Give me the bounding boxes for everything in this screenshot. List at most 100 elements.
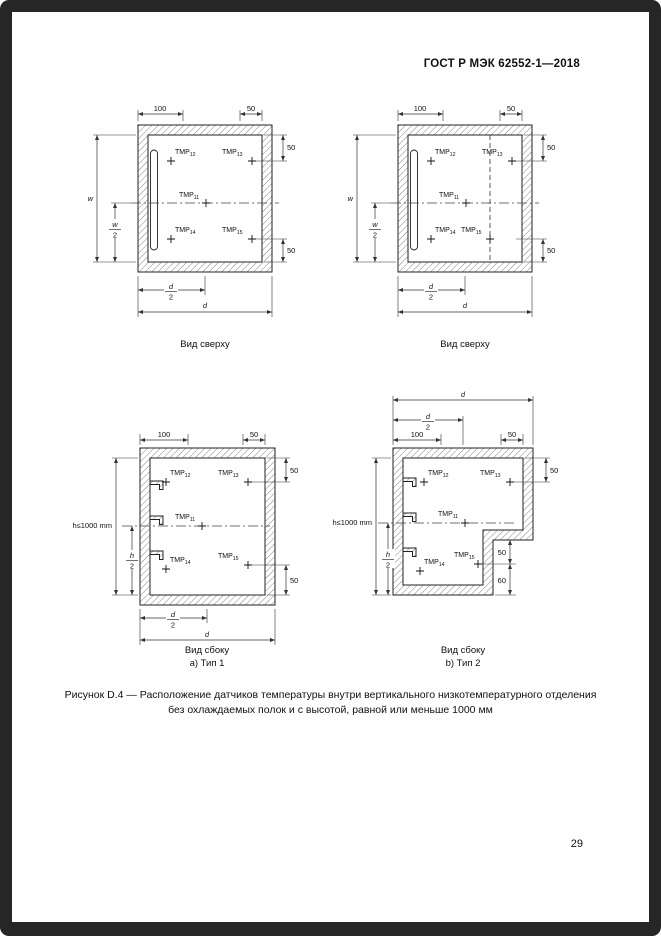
- sensor-label-tmp14: TMP14: [170, 557, 191, 566]
- shelf-hook: [149, 515, 164, 525]
- fraction-bg: [424, 281, 438, 300]
- view-label: Вид сбоку: [441, 645, 486, 656]
- dim-label-50: 50: [290, 576, 298, 585]
- sensor-label-tmp12: TMP12: [175, 149, 196, 158]
- fraction-num-w: w: [372, 220, 378, 229]
- sensor-mark-tmp12: [420, 478, 428, 486]
- sensor-label-tmp14: TMP14: [435, 227, 456, 236]
- sensor-label-tmp11: TMP11: [439, 192, 459, 201]
- figure-side-view-type2: d d 2 100 50 50 50 60 h≤1000 mm h 2 TMP1…: [332, 390, 558, 669]
- dim-label-100: 100: [414, 104, 427, 113]
- sensor-mark-tmp13: [244, 478, 252, 486]
- sensor-label-tmp12: TMP12: [170, 470, 191, 479]
- extension-lines: [112, 434, 290, 645]
- dim-label-50: 50: [287, 143, 295, 152]
- shelf-hook: [402, 512, 417, 522]
- sensor-mark-tmp15: [474, 560, 482, 568]
- standard-number-header: ГОСТ Р МЭК 62552-1—2018: [423, 58, 580, 70]
- fraction-den: 2: [169, 293, 173, 302]
- fraction-num-d: d: [171, 610, 176, 619]
- cabinet-walls: [392, 447, 534, 596]
- dim-label-h-limit: h≤1000 mm: [72, 521, 112, 530]
- sensor-label-tmp11: TMP11: [438, 511, 458, 520]
- cabinet-walls: [139, 447, 276, 606]
- fraction-num-d: d: [429, 282, 434, 291]
- dim-label-w: w: [88, 194, 94, 203]
- dim-label-50: 50: [290, 466, 298, 475]
- fraction-num-w: w: [112, 220, 118, 229]
- fraction-den: 2: [429, 293, 433, 302]
- sensor-mark-tmp13: [508, 157, 516, 165]
- sensor-mark-tmp14: [162, 565, 170, 573]
- sensor-mark-tmp15: [244, 561, 252, 569]
- page-number: 29: [570, 838, 583, 850]
- sensor-mark-tmp14: [416, 567, 424, 575]
- figure-top-view-left: 100 50 50 50 w w 2 d 2 d TMP12 TMP13 TMP…: [88, 104, 296, 350]
- document-page: ГОСТ Р МЭК 62552-1—2018 100 50 50 50 w w…: [12, 12, 649, 922]
- door-liner: [410, 149, 418, 251]
- sensor-label-tmp11: TMP11: [179, 192, 199, 201]
- view-label: Вид сверху: [440, 339, 490, 350]
- extension-lines: [353, 110, 547, 317]
- figure-caption: Рисунок D.4 — Расположение датчиков темп…: [12, 688, 649, 718]
- sensor-mark-tmp13: [248, 157, 256, 165]
- sensor-label-tmp15: TMP15: [218, 553, 239, 562]
- figure-top-view-right: 100 50 50 50 w w 2 d 2 d TMP12 TMP13 TMP…: [348, 104, 556, 350]
- sensor-mark-tmp12: [167, 157, 175, 165]
- dim-label-50: 50: [287, 246, 295, 255]
- figure-side-view-type1: 100 50 50 50 h≤1000 mm h 2 d 2 d TMP12 T…: [72, 430, 298, 669]
- dim-label-100: 100: [158, 430, 171, 439]
- fraction-den: 2: [130, 562, 134, 571]
- type-label: a) Тип 1: [190, 658, 225, 669]
- sensor-label-tmp14: TMP14: [424, 559, 445, 568]
- shelf-hook: [149, 480, 164, 490]
- sensor-mark-tmp11: [202, 199, 210, 207]
- sensor-label-tmp12: TMP12: [428, 470, 449, 479]
- fraction-den: 2: [373, 231, 377, 240]
- sensor-mark-tmp12: [427, 157, 435, 165]
- fraction-den: 2: [171, 621, 175, 630]
- figure-caption-line1: Рисунок D.4 — Расположение датчиков темп…: [64, 689, 597, 701]
- fraction-bg: [368, 219, 382, 238]
- sensor-label-tmp14: TMP14: [175, 227, 196, 236]
- figure-caption-line2: без охлаждаемых полок и с высотой, равно…: [168, 704, 493, 716]
- sensor-label-tmp13: TMP13: [482, 149, 503, 158]
- dim-label-100: 100: [154, 104, 167, 113]
- dim-label-50: 50: [547, 246, 555, 255]
- sensor-label-tmp13: TMP13: [480, 470, 501, 479]
- fraction-bg: [108, 219, 122, 238]
- sensor-label-tmp13: TMP13: [222, 149, 243, 158]
- sensor-label-tmp15: TMP15: [454, 552, 475, 561]
- fraction-den: 2: [426, 423, 430, 432]
- sensor-label-tmp15: TMP15: [222, 227, 243, 236]
- fraction-bg: [164, 281, 178, 300]
- sensor-label-tmp12: TMP12: [435, 149, 456, 158]
- extension-lines: [93, 110, 287, 317]
- type-label: b) Тип 2: [446, 658, 481, 669]
- fraction-num-h: h: [130, 551, 134, 560]
- fraction-num-h: h: [386, 550, 390, 559]
- dim-label-w: w: [348, 194, 354, 203]
- sensor-mark-tmp11: [462, 199, 470, 207]
- sensor-mark-tmp11: [198, 522, 206, 530]
- fraction-bg: [381, 549, 395, 568]
- fraction-bg: [421, 411, 435, 430]
- view-label: Вид сбоку: [185, 645, 230, 656]
- fraction-den: 2: [386, 561, 390, 570]
- dim-label-50: 50: [547, 143, 555, 152]
- dim-label-50: 50: [250, 430, 258, 439]
- dim-label-d: d: [463, 301, 468, 310]
- dim-label-d: d: [461, 390, 466, 399]
- view-label: Вид сверху: [180, 339, 230, 350]
- sensor-mark-tmp14: [167, 235, 175, 243]
- dim-label-50: 50: [508, 430, 516, 439]
- shelf-hook: [149, 550, 164, 560]
- sensor-mark-tmp11: [461, 519, 469, 527]
- sensor-label-tmp11: TMP11: [175, 514, 195, 523]
- sensor-mark-tmp15: [248, 235, 256, 243]
- fraction-num-d: d: [169, 282, 174, 291]
- shelf-hook: [402, 477, 417, 487]
- sensor-mark-tmp14: [427, 235, 435, 243]
- dim-label-50: 50: [247, 104, 255, 113]
- sensor-mark-tmp12: [162, 478, 170, 486]
